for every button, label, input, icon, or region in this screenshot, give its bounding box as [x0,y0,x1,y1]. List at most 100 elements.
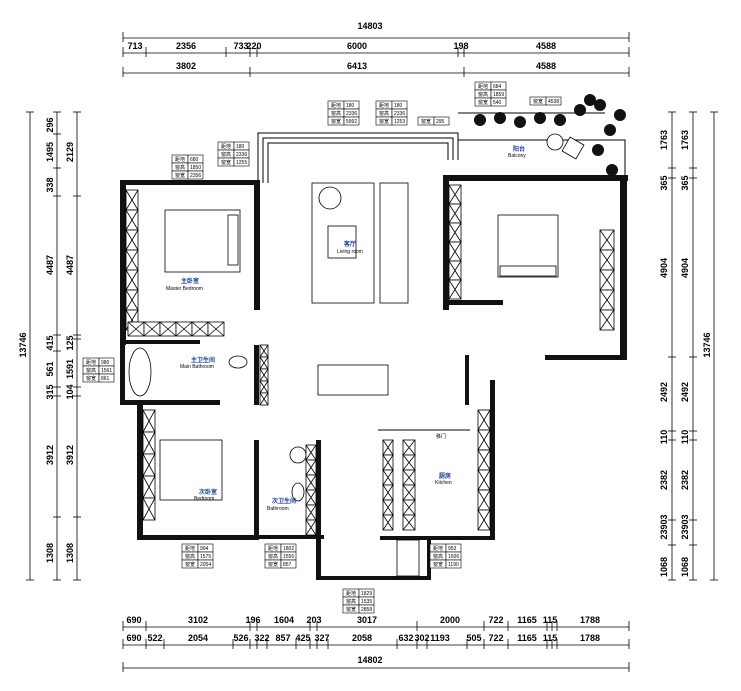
fridge [396,539,420,577]
sliding-door-note: 移门 [436,433,446,440]
toilet [291,482,305,502]
window-spec-label: 窗高 [346,598,356,605]
cabinet-cross [402,514,416,531]
dimension-label: 3912 [45,445,55,465]
window-spec-label: 窗宽 [433,561,443,568]
window-spec-value: 953 [448,546,457,552]
window-spec-label: 窗宽 [185,561,195,568]
cabinet-cross [142,475,156,499]
window-spec-value: 2336 [394,111,405,117]
window-spec-value: 1506 [448,554,459,560]
dimension-label: 2492 [680,382,690,402]
cabinet-cross [305,459,317,476]
wall [137,400,143,540]
living-top-wall [257,132,459,183]
dimension-label: 4588 [536,41,556,51]
dimension-label: 4904 [659,258,669,278]
cabinet-cross [382,454,394,471]
cabinet-cross [477,489,491,511]
table-cell [358,604,375,614]
window-spec-value: 295 [436,119,445,125]
room-label-balcony: 阳台 [513,145,525,153]
window-spec-value: 1556 [283,554,294,560]
cabinet-cross [477,409,491,431]
cabinet-cross [259,344,269,358]
master-bed [164,209,241,273]
cabinet-cross [142,431,156,455]
cabinet-cross [599,289,615,311]
dimension-label: 425 [295,633,310,643]
cabinet-cross [402,484,416,501]
window-spec-value: 1829 [361,591,372,597]
window-spec-value: 2356 [190,173,201,179]
window-spec-value: 1253 [394,119,405,125]
plant-foliage [574,104,586,116]
balcony-table [546,133,564,151]
dimension-label: 327 [314,633,329,643]
wall [120,340,200,344]
dimension-label: 2054 [188,633,208,643]
dimension-label: 1591 [65,359,75,379]
window-spec-value: 1255 [236,160,247,166]
window-spec-label: 窗宽 [379,118,389,125]
dimension-label: 2382 [680,470,690,490]
wall [254,180,260,310]
window-spec-label: 距地 [433,545,443,552]
window-spec-value: 680 [190,157,199,163]
cabinet-cross [382,499,394,516]
dimension-label: 690 [126,633,141,643]
window-spec-label: 窗高 [86,367,96,374]
cabinet-cross [402,439,416,456]
dimension-label: 203 [306,615,321,625]
window-spec-label: 窗宽 [175,172,185,179]
table-cell [490,97,507,107]
room-label-master-bedroom: 主卧室 [181,277,199,285]
dimension-label: 690 [126,615,141,625]
dimension-label: 1308 [65,543,75,563]
room-label-living-room-en: Living room [337,249,363,255]
dimension-label: 857 [275,633,290,643]
table-cell [233,157,250,167]
cabinet-cross [402,499,416,516]
wall [254,535,324,539]
dimension-label: 415 [45,335,55,350]
dimension-label: 722 [488,633,503,643]
window-spec-label: 距地 [346,590,356,597]
window-spec-value: 2858 [361,607,372,613]
cabinet-cross [175,321,193,337]
dimension-label: 110 [680,430,690,445]
cabinet-cross [207,321,225,337]
cabinet-cross [127,321,145,337]
dimension-label: 14803 [357,21,382,31]
bathtub [128,347,152,397]
dimension-label: 315 [45,384,55,399]
master-bed-pillow [227,214,239,266]
dimension-label: 220 [246,41,261,51]
window-spec-label: 距地 [185,545,195,552]
window-spec-label: 窗高 [379,110,389,117]
dimension-label: 522 [147,633,162,643]
window-spec-value: 180 [394,103,403,109]
wall [490,380,495,540]
window-spec-label: 窗高 [331,110,341,117]
dimension-label: 526 [233,633,248,643]
window-spec-label: 窗宽 [346,606,356,613]
dimension-label: 322 [254,633,269,643]
dimension-label: 2492 [659,382,669,402]
dimension-label: 2058 [352,633,372,643]
window-spec-value: 180 [346,103,355,109]
cabinet-cross [448,184,462,205]
dimension-label: 1604 [274,615,294,625]
wall [443,175,449,310]
dimension-label: 505 [466,633,481,643]
table-cell [343,116,360,126]
cabinet-cross [125,189,139,211]
